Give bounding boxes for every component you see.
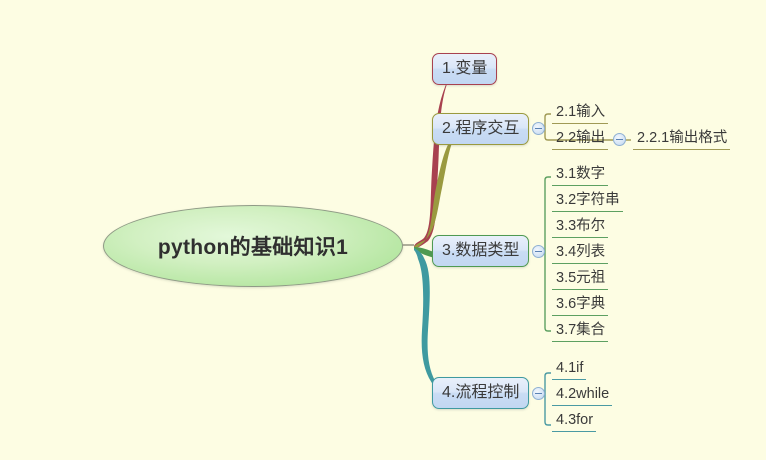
- root-label: python的基础知识1: [157, 236, 349, 259]
- collapse-toggle-branch-4-minus-circle-icon[interactable]: [532, 387, 545, 400]
- leaf-node-4-2[interactable]: 4.2while: [552, 387, 613, 406]
- collapse-toggle-node-2-2-minus-circle-icon[interactable]: [613, 133, 626, 146]
- branch-node-3[interactable]: 3.数据类型: [432, 235, 530, 267]
- branch-node-2-label: 2.程序交互: [442, 120, 520, 137]
- branch-node-1[interactable]: 1.变量: [432, 53, 498, 85]
- leaf-node-3-6[interactable]: 3.6字典: [552, 297, 609, 316]
- child-spine-4: [544, 372, 551, 426]
- branch-node-2[interactable]: 2.程序交互: [432, 113, 530, 145]
- branch-path-2: [414, 128, 460, 249]
- branch-node-4[interactable]: 4.流程控制: [432, 377, 530, 409]
- leaf-node-3-4[interactable]: 3.4列表: [552, 245, 609, 264]
- leaf-node-3-2[interactable]: 3.2字符串: [552, 193, 623, 212]
- leaf-node-3-3[interactable]: 3.3布尔: [552, 219, 609, 238]
- leaf-node-2-2[interactable]: 2.2输出: [552, 131, 609, 150]
- leaf-node-3-7[interactable]: 3.7集合: [552, 323, 609, 342]
- leaf-node-4-1[interactable]: 4.1if: [552, 361, 587, 380]
- branch-node-1-label: 1.变量: [442, 60, 488, 77]
- root-node[interactable]: python的基础知识1: [103, 205, 403, 287]
- leaf-node-4-3[interactable]: 4.3for: [552, 413, 597, 432]
- branch-node-4-label: 4.流程控制: [442, 384, 520, 401]
- collapse-toggle-branch-2-minus-circle-icon[interactable]: [532, 122, 545, 135]
- branch-path-1: [414, 72, 452, 249]
- leaf-node-2-1[interactable]: 2.1输入: [552, 105, 609, 124]
- collapse-toggle-branch-3-minus-circle-icon[interactable]: [532, 245, 545, 258]
- branch-node-3-label: 3.数据类型: [442, 242, 520, 259]
- leaf-node-3-5[interactable]: 3.5元祖: [552, 271, 609, 290]
- child-spine-3: [544, 176, 551, 332]
- leaf-node-2-2-1[interactable]: 2.2.1输出格式: [633, 131, 731, 150]
- leaf-node-3-1[interactable]: 3.1数字: [552, 167, 609, 186]
